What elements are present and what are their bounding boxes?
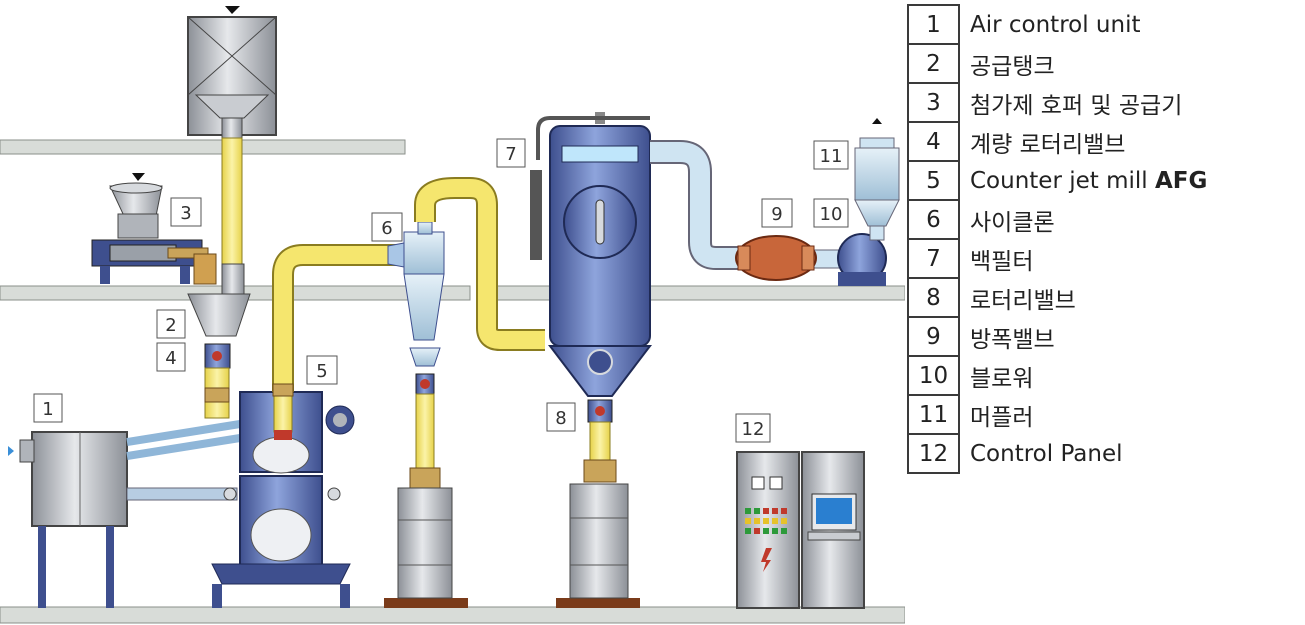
blower-and-muffler	[837, 118, 900, 286]
legend-text: Counter jet mill AFG	[959, 161, 1301, 200]
legend-number: 10	[907, 355, 960, 396]
legend-number: 1	[907, 4, 960, 45]
svg-text:3: 3	[180, 203, 191, 224]
callout-11: 11	[813, 140, 849, 170]
process-diagram: 1 2 3 4 5 6 7 8 9 10 11 12	[0, 6, 905, 624]
legend-number: 7	[907, 238, 960, 279]
svg-text:6: 6	[381, 218, 392, 239]
legend-number: 11	[907, 394, 960, 435]
metering-rotary-valve	[187, 263, 251, 419]
svg-text:10: 10	[820, 204, 843, 225]
cyclone	[387, 221, 445, 489]
legend-row: 3 첨가제 호퍼 및 공급기	[907, 82, 1301, 123]
legend-row: 8 로터리밸브	[907, 277, 1301, 318]
legend-text: 로터리밸브	[970, 287, 1076, 314]
svg-text:1: 1	[42, 399, 53, 420]
legend-text: 공급탱크	[970, 53, 1055, 80]
svg-text:12: 12	[742, 419, 765, 440]
callout-8: 8	[546, 402, 576, 432]
legend-text: 첨가제 호퍼 및 공급기	[970, 92, 1183, 119]
legend-number: 8	[907, 277, 960, 318]
legend-text: 사이클론	[970, 209, 1055, 236]
legend-text: 블로워	[970, 365, 1034, 392]
legend-row: 11 머플러	[907, 394, 1301, 435]
additive-hopper	[91, 173, 217, 285]
svg-text:7: 7	[505, 144, 516, 165]
exhaust-duct	[650, 140, 849, 270]
callout-3: 3	[170, 197, 202, 227]
callout-6: 6	[371, 212, 403, 242]
legend-number: 3	[907, 82, 960, 123]
callout-7: 7	[496, 138, 526, 168]
svg-text:2: 2	[165, 315, 176, 336]
cyclone-to-filter-pipe	[414, 177, 545, 351]
legend-text: 백필터	[970, 248, 1034, 275]
legend-number: 12	[907, 433, 960, 474]
legend-row: 9 방폭밸브	[907, 316, 1301, 357]
explosion-protection-valve	[735, 235, 817, 281]
counter-jet-mill	[211, 391, 355, 608]
legend-text: 머플러	[970, 404, 1034, 431]
bag-filter	[530, 112, 653, 483]
callout-12: 12	[735, 413, 771, 443]
legend-row: 2 공급탱크	[907, 43, 1301, 84]
legend-row: 6 사이클론	[907, 199, 1301, 240]
callout-9: 9	[761, 198, 793, 228]
legend-row: 4 계량 로터리밸브	[907, 121, 1301, 162]
callout-labels: 1 2 3 4 5 6 7 8 9 10 11 12	[33, 138, 849, 443]
callout-4: 4	[156, 342, 186, 372]
svg-text:5: 5	[316, 361, 327, 382]
product-drums	[384, 483, 640, 608]
callout-2: 2	[156, 309, 186, 339]
legend-row: 10 블로워	[907, 355, 1301, 396]
air-control-unit	[8, 420, 241, 608]
svg-text:4: 4	[165, 348, 176, 369]
legend-number: 4	[907, 121, 960, 162]
legend-text: 계량 로터리밸브	[970, 131, 1126, 158]
feed-pipe	[221, 137, 243, 267]
legend-number: 5	[907, 160, 960, 201]
legend-row: 7 백필터	[907, 238, 1301, 279]
legend-row: 12 Control Panel	[907, 433, 1301, 474]
svg-text:8: 8	[555, 408, 566, 429]
feed-tank	[187, 6, 277, 139]
callout-1: 1	[33, 393, 63, 423]
legend-number: 2	[907, 43, 960, 84]
svg-text:9: 9	[771, 204, 782, 225]
callout-5: 5	[306, 355, 338, 385]
legend-text-bold: AFG	[1154, 167, 1208, 194]
legend-number: 9	[907, 316, 960, 357]
legend-row: 1 Air control unit	[907, 4, 1301, 45]
callout-10: 10	[813, 198, 849, 228]
legend-number: 6	[907, 199, 960, 240]
svg-text:11: 11	[820, 146, 843, 167]
legend-text-regular: Counter jet mill	[970, 167, 1155, 194]
mill-to-cyclone-pipe	[272, 244, 400, 397]
legend-text: Control Panel	[970, 440, 1123, 467]
legend-text: Air control unit	[970, 11, 1141, 38]
control-panel	[736, 451, 865, 609]
legend-text: 방폭밸브	[970, 326, 1055, 353]
